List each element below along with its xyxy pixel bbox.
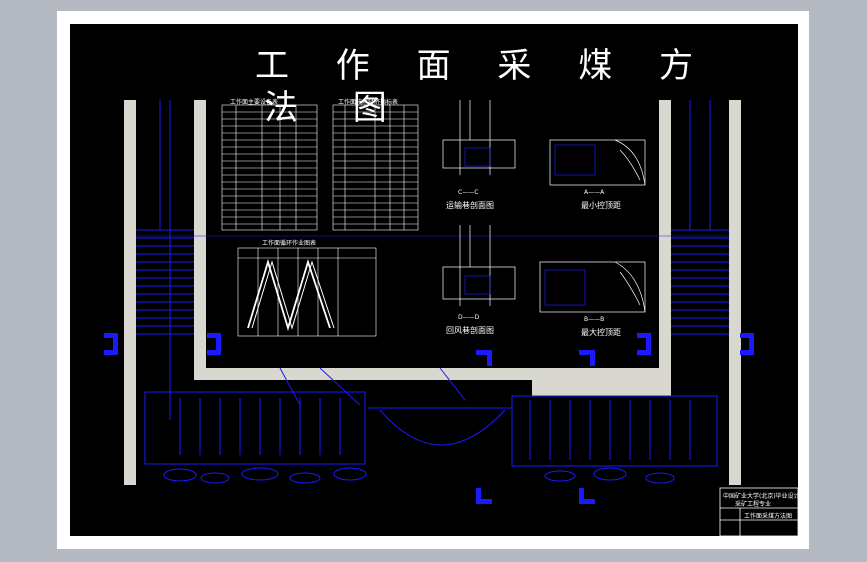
left-roadway-wall [124,100,136,485]
section-c-marker: C——C [458,189,479,196]
section-b-marker: B——B [584,316,605,323]
cycle-chart [237,247,377,337]
section-markers [104,333,754,504]
section-b [539,261,646,313]
section-b-label: 最大控顶距 [581,328,621,337]
drawing-sheet [70,24,798,536]
table-rows [222,111,418,225]
section-c-label: 运输巷剖面图 [446,201,494,210]
equipment-table-title: 工作面主要设备表 [230,99,279,106]
title-block [719,487,799,537]
section-d [442,225,516,306]
gob-zone [144,367,718,484]
section-d-marker: D——D [458,314,480,321]
title-block-drawing-name: 工作面采煤方法图 [744,513,793,520]
title-block-school: 中国矿业大学(北京)毕业设计 [723,493,800,500]
drawing-title-line2: 法 图 [264,88,409,128]
section-a [549,139,646,186]
section-a-label: 最小控顶距 [581,201,621,210]
drawing-title-line1: 工 作 面 采 煤 方 [255,46,712,86]
indicator-table-title: 工作面技术经济指标表 [338,99,399,106]
left-supports [136,100,194,420]
right-supports [136,100,729,335]
left-roadway-wall-inner [194,100,206,380]
cycle-chart-title: 工作面循环作业图表 [262,240,317,247]
working-face-wall [194,368,671,380]
right-roadway-wall [729,100,741,485]
section-c [442,100,516,175]
face-wall-step [532,380,671,396]
section-a-marker: A——A [584,189,605,196]
title-block-major: 采矿工程专业 [735,501,772,508]
right-roadway-wall-inner [659,100,671,380]
section-d-label: 回风巷剖面图 [446,326,494,335]
